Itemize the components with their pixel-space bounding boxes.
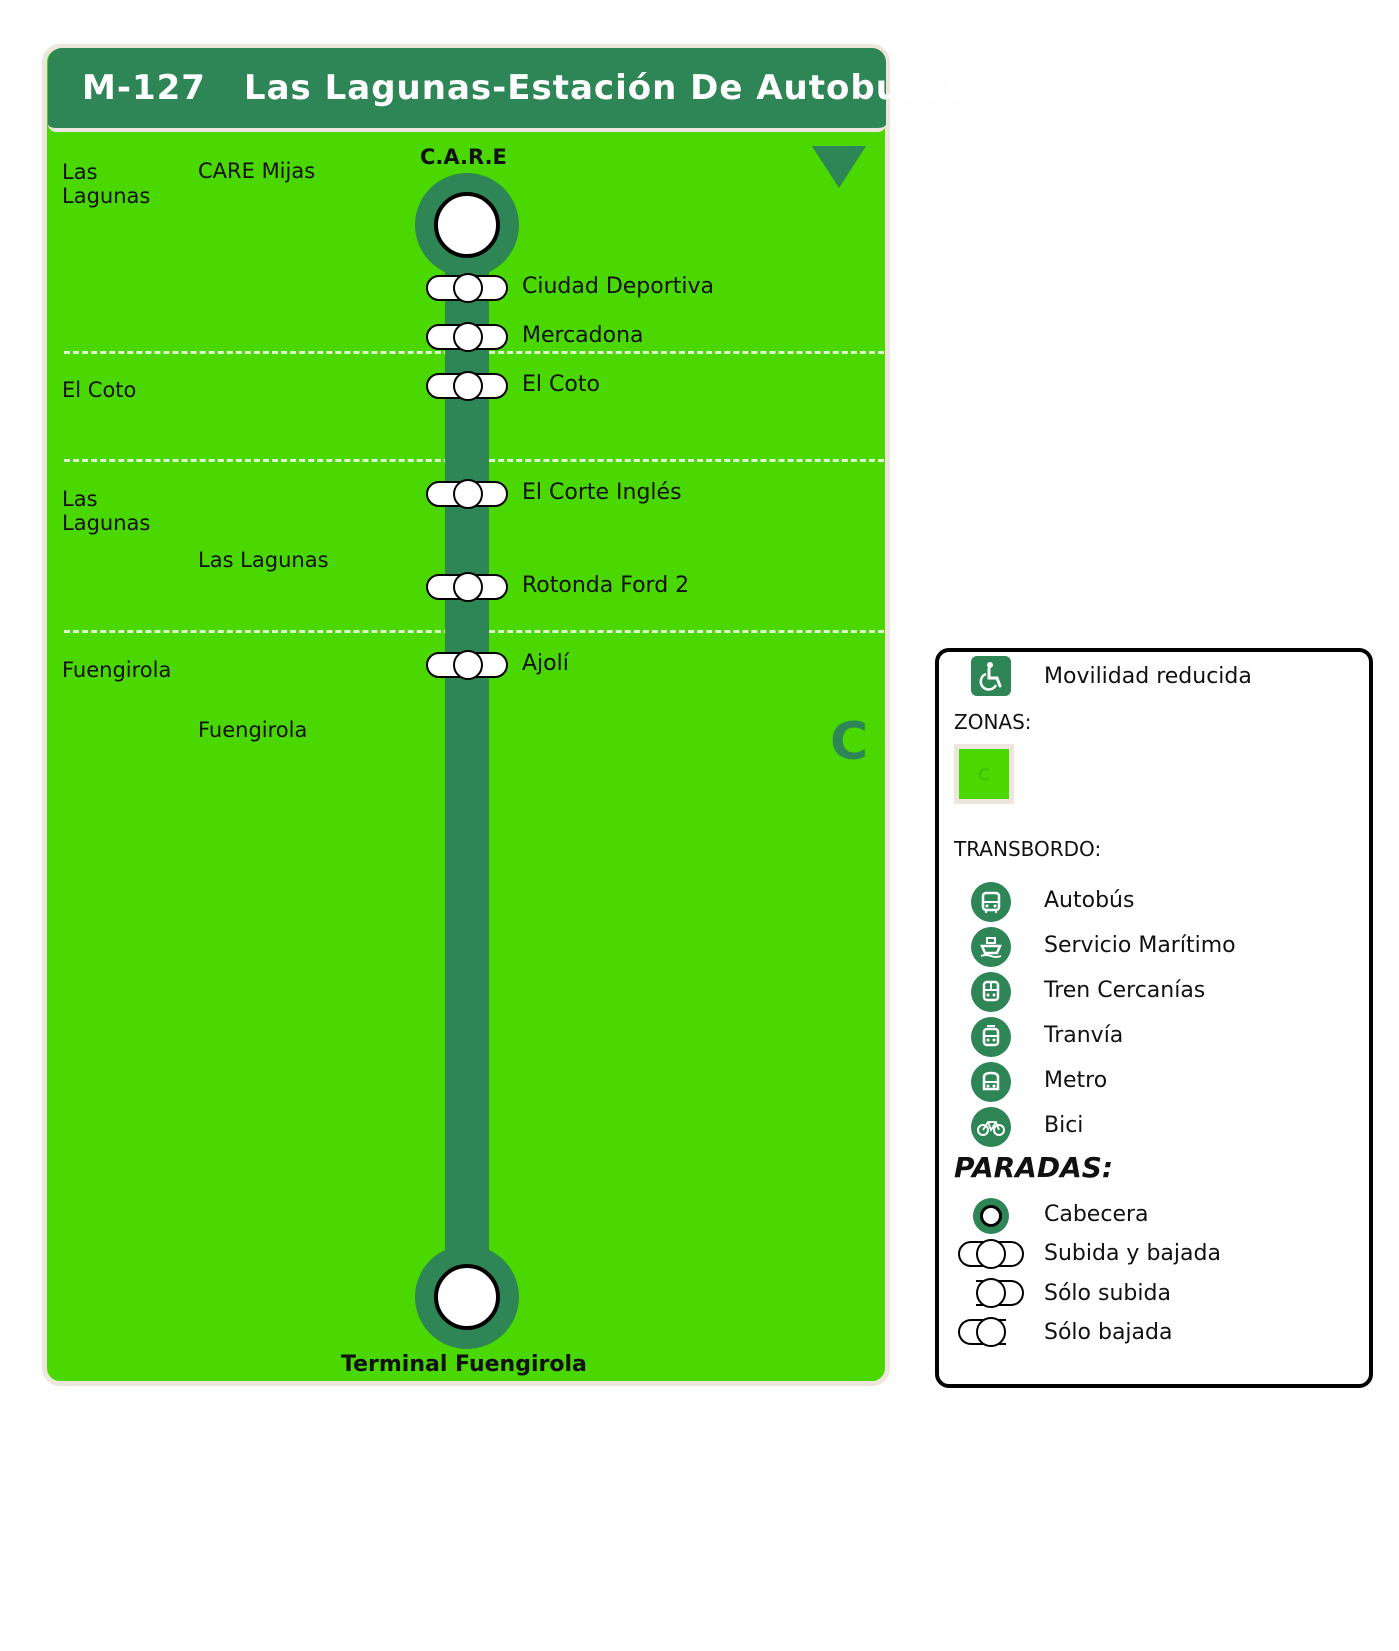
stop-marker xyxy=(453,650,483,680)
stop-name: El Coto xyxy=(522,372,600,397)
legend-transfer-label: Tren Cercanías xyxy=(1044,978,1206,1003)
bus-icon xyxy=(971,882,1011,922)
zone-label-fuengirola: Fuengirola xyxy=(62,658,172,682)
legend-stop-alight: Sólo bajada xyxy=(1044,1320,1173,1345)
start-terminal-name: C.A.R.E xyxy=(420,145,507,169)
legend-head-stop-icon xyxy=(973,1198,1009,1234)
end-terminal-name: Terminal Fuengirola xyxy=(341,1352,587,1377)
terminal-dot xyxy=(434,1264,500,1330)
start-terminal-stop[interactable] xyxy=(415,173,519,277)
stop-marker xyxy=(453,371,483,401)
wheelchair-icon xyxy=(971,656,1011,696)
stop-name: Ciudad Deportiva xyxy=(522,274,715,299)
legend-transfer-label: Autobús xyxy=(1044,888,1135,913)
train-icon xyxy=(971,972,1011,1012)
locality-las-lagunas: Las Lagunas xyxy=(198,548,329,572)
legend-stop-both: Subida y bajada xyxy=(1044,1241,1221,1266)
zone-label-las-lagunas-2: Las Lagunas xyxy=(62,487,151,535)
route-line xyxy=(445,225,489,1293)
route-header: M-127 Las Lagunas-Estación De Autobuses xyxy=(48,48,966,132)
stop-marker xyxy=(453,572,483,602)
legend-stops-heading: PARADAS: xyxy=(954,1151,1114,1184)
legend-transfer-label: Servicio Marítimo xyxy=(1044,933,1236,958)
stop-name: Ajolí xyxy=(522,651,569,676)
legend-transfer-label: Tranvía xyxy=(1044,1023,1124,1048)
zone-swatch: C xyxy=(954,744,1014,804)
stop-name: Rotonda Ford 2 xyxy=(522,573,690,598)
stop-marker xyxy=(453,273,483,303)
zone-swatch-letter: C xyxy=(959,749,1009,799)
stop-name: El Corte Inglés xyxy=(522,480,682,505)
metro-icon xyxy=(971,1062,1011,1102)
locality-care-mijas: CARE Mijas xyxy=(198,159,316,183)
zone-label-las-lagunas: Las Lagunas xyxy=(62,160,151,208)
stop-marker xyxy=(453,322,483,352)
locality-fuengirola: Fuengirola xyxy=(198,718,308,742)
stop-marker xyxy=(453,479,483,509)
legend-stop-board: Sólo subida xyxy=(1044,1281,1171,1306)
stop-marker xyxy=(976,1278,1006,1308)
ship-icon xyxy=(971,927,1011,967)
end-terminal-stop[interactable] xyxy=(415,1245,519,1349)
legend-reduced-mobility: Movilidad reducida xyxy=(1044,664,1252,689)
route-code: M-127 xyxy=(82,68,206,108)
legend-stop-head: Cabecera xyxy=(1044,1202,1149,1227)
stop-marker xyxy=(976,1317,1006,1347)
tram-icon xyxy=(971,1017,1011,1057)
legend-transfer-label: Metro xyxy=(1044,1068,1108,1093)
stop-marker xyxy=(976,1239,1006,1269)
zone-letter: C xyxy=(830,712,869,772)
zone-label-el-coto: El Coto xyxy=(62,378,137,402)
bicycle-icon xyxy=(971,1107,1011,1147)
terminal-dot xyxy=(434,192,500,258)
stop-name: Mercadona xyxy=(522,323,644,348)
direction-arrow-icon xyxy=(812,146,866,188)
legend-transfer-heading: TRANSBORDO: xyxy=(954,837,1102,861)
legend-transfer-label: Bici xyxy=(1044,1113,1084,1138)
route-name: Las Lagunas-Estación De Autobuses xyxy=(243,68,968,108)
legend-zones-heading: ZONAS: xyxy=(954,710,1032,734)
